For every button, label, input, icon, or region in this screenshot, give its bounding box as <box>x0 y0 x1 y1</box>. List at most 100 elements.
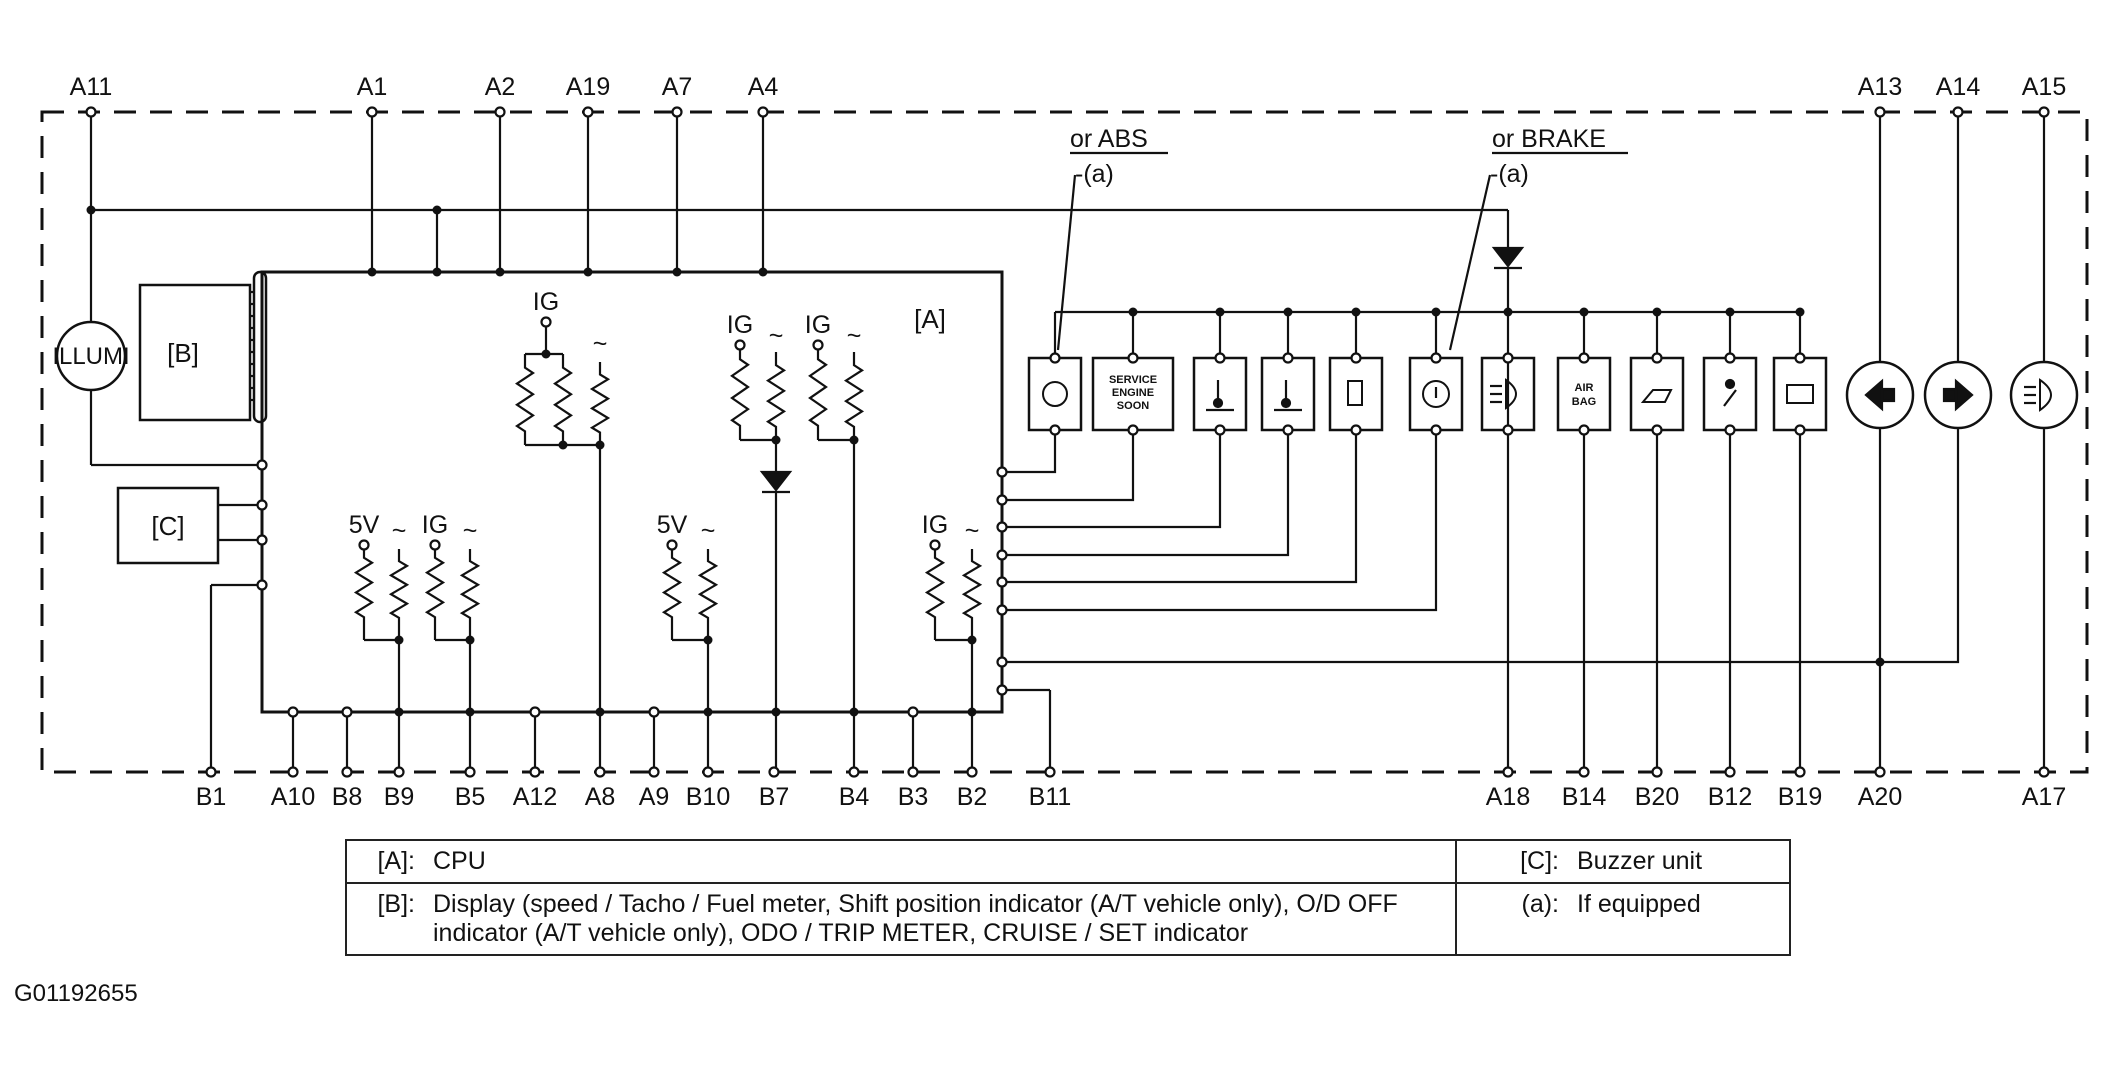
indicator-return-wire <box>1002 430 1057 474</box>
terminal <box>996 494 1008 506</box>
resistor <box>961 549 983 630</box>
terminal <box>1651 766 1663 778</box>
resistor <box>661 545 683 630</box>
airbag-text: AIR <box>1575 382 1594 394</box>
terminal <box>2038 106 2050 118</box>
terminal <box>1127 424 1139 436</box>
terminal <box>907 766 919 778</box>
terminal <box>1282 352 1294 364</box>
pin-label-a18: A18 <box>1486 783 1530 811</box>
junction-dot <box>1431 307 1441 317</box>
terminal <box>393 766 405 778</box>
resistor <box>924 545 946 630</box>
junction-dot <box>394 635 404 645</box>
junction-dot <box>367 267 377 277</box>
terminal <box>287 706 299 718</box>
terminal <box>464 766 476 778</box>
junction-dot <box>1579 307 1589 317</box>
terminal <box>702 766 714 778</box>
terminal <box>1651 352 1663 364</box>
terminal <box>1794 352 1806 364</box>
junction-dot <box>771 435 781 445</box>
right-turn-indicator-shaft <box>1942 387 1958 403</box>
terminals <box>85 106 2050 778</box>
junction-dot <box>394 707 404 717</box>
junction-dots <box>86 205 1885 717</box>
terminal <box>671 106 683 118</box>
ac-source-label: ~ <box>701 517 716 545</box>
cpu-label: [A] <box>914 304 946 334</box>
terminal <box>996 521 1008 533</box>
terminal <box>996 604 1008 616</box>
pin-label-a19: A19 <box>566 73 610 101</box>
terminal <box>768 766 780 778</box>
junction-dot <box>1652 307 1662 317</box>
junction-dot <box>495 267 505 277</box>
indicator-return-wire <box>1002 430 1290 557</box>
pin-label-b4: B4 <box>839 783 870 811</box>
terminal <box>2038 766 2050 778</box>
terminal <box>996 466 1008 478</box>
ac-source-label: ~ <box>463 517 478 545</box>
coolant-temp-indicator <box>1192 356 1248 432</box>
junction-dot <box>432 205 442 215</box>
terminal <box>812 339 824 351</box>
ac-source-label: ~ <box>593 330 608 358</box>
terminal <box>648 706 660 718</box>
junction-dot <box>1351 307 1361 317</box>
junction-dot <box>849 435 859 445</box>
junction-dot <box>1503 307 1513 317</box>
pin-label-b10: B10 <box>686 783 730 811</box>
terminal <box>1874 766 1886 778</box>
note-leader <box>1448 174 1492 351</box>
ses-text: ENGINE <box>1112 387 1154 399</box>
terminal <box>734 339 746 351</box>
seatbelt-indicator <box>1702 356 1758 432</box>
coolant-temp-indicator-2 <box>1260 356 1316 432</box>
terminal <box>1952 106 1964 118</box>
legend-b-value: Display (speed / Tacho / Fuel meter, Shi… <box>421 882 1457 956</box>
note-leader <box>1056 174 1077 351</box>
charge-indicator <box>1772 356 1828 432</box>
legend-a-value: CPU <box>421 839 1457 884</box>
legend-c-value: Buzzer unit <box>1565 839 1791 884</box>
resistor <box>424 545 446 630</box>
terminal <box>358 539 370 551</box>
supply-label: IG <box>922 511 948 539</box>
terminal <box>996 656 1008 668</box>
junction-dot <box>1795 307 1805 317</box>
resistor <box>353 545 375 630</box>
pin-label-b9: B9 <box>384 783 415 811</box>
supply-label: 5V <box>657 511 688 539</box>
pin-label-b3: B3 <box>898 783 929 811</box>
pin-label-b1: B1 <box>196 783 227 811</box>
pin-label-b5: B5 <box>455 783 486 811</box>
terminal <box>287 766 299 778</box>
terminal <box>429 539 441 551</box>
legend-b-key: [B]: <box>345 882 421 956</box>
terminal <box>85 106 97 118</box>
terminal <box>1578 352 1590 364</box>
abs-warning-indicator <box>1027 356 1083 432</box>
pin-label-a11: A11 <box>70 73 113 101</box>
junction-dot <box>465 707 475 717</box>
pin-label-a14: A14 <box>1936 73 1981 101</box>
illumi-label: ILLUMI <box>52 343 129 370</box>
pin-label-b8: B8 <box>332 783 363 811</box>
terminal <box>1502 424 1514 436</box>
buzzer-block <box>116 486 220 565</box>
terminal <box>1651 424 1663 436</box>
terminal <box>341 706 353 718</box>
supply-label: IG <box>422 511 448 539</box>
resistor <box>697 549 719 630</box>
terminal <box>582 106 594 118</box>
ac-source-label: ~ <box>392 517 407 545</box>
ses-text: SOON <box>1117 400 1149 412</box>
terminal <box>1214 352 1226 364</box>
if-equipped-mark-abs: -(a) <box>1075 160 1114 188</box>
pin-label-a17: A17 <box>2022 783 2066 811</box>
brake-icon <box>1422 380 1450 408</box>
cpu-block <box>260 270 1004 714</box>
